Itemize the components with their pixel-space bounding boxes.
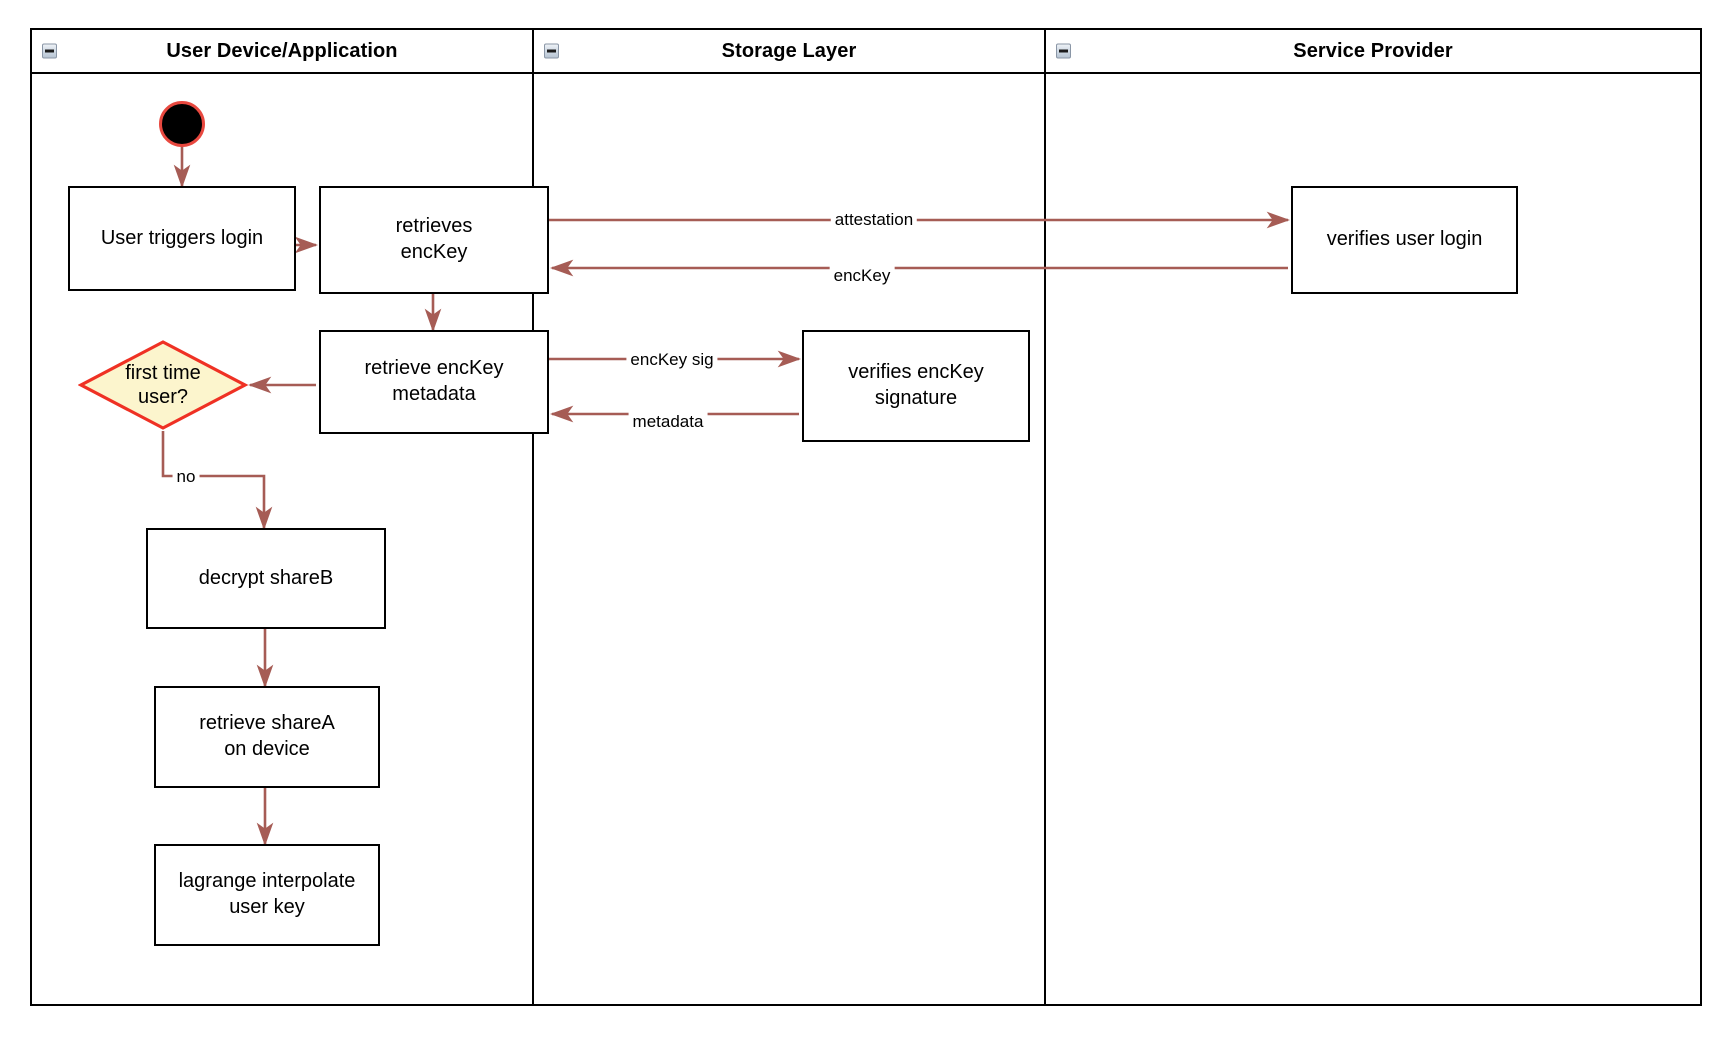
node-verifies-enckey-signature[interactable]: verifies encKey signature: [802, 330, 1030, 442]
edge-label-metadata: metadata: [628, 412, 708, 432]
edge-label-enckey: encKey: [829, 266, 895, 286]
collapse-minus-icon[interactable]: [1056, 43, 1071, 59]
node-label-retrieve-sharea: retrieve shareA on device: [199, 712, 335, 760]
lane-user-device[interactable]: User Device/Application: [32, 30, 534, 1004]
node-label-verifies-enckey-signature: verifies encKey signature: [848, 361, 984, 409]
node-retrieves-enckey[interactable]: retrieves encKey: [319, 186, 549, 294]
lane-title-service-provider: Service Provider: [1293, 39, 1453, 62]
edge-label-enckey-sig: encKey sig: [626, 350, 718, 370]
start-node[interactable]: [159, 101, 205, 147]
node-label-lagrange-interpolate: lagrange interpolate user key: [178, 870, 356, 918]
node-label-retrieves-enckey: retrieves encKey: [395, 215, 473, 263]
node-verifies-user-login[interactable]: verifies user login: [1291, 186, 1518, 294]
lane-title-storage-layer: Storage Layer: [721, 39, 857, 62]
node-label-verifies-user-login: verifies user login: [1326, 228, 1483, 251]
lane-header-service-provider[interactable]: Service Provider: [1046, 30, 1700, 74]
node-label-first-time-user: first time user?: [125, 362, 201, 408]
node-lagrange-interpolate[interactable]: lagrange interpolate user key: [154, 844, 380, 946]
node-retrieve-sharea[interactable]: retrieve shareA on device: [154, 686, 380, 788]
edge-label-no: no: [172, 467, 200, 487]
node-label-retrieve-enckey-metadata: retrieve encKey metadata: [364, 357, 504, 405]
node-retrieve-enckey-metadata[interactable]: retrieve encKey metadata: [319, 330, 549, 434]
node-user-triggers-login[interactable]: User triggers login: [68, 186, 296, 291]
collapse-minus-icon[interactable]: [42, 43, 57, 59]
node-decrypt-shareb[interactable]: decrypt shareB: [146, 528, 386, 629]
lane-storage-layer[interactable]: Storage Layer: [534, 30, 1046, 1004]
lane-header-user-device[interactable]: User Device/Application: [32, 30, 532, 74]
node-first-time-user-decision[interactable]: first time user?: [78, 339, 248, 431]
node-label-decrypt-shareb: decrypt shareB: [198, 566, 334, 589]
lane-service-provider[interactable]: Service Provider: [1046, 30, 1700, 1004]
edge-label-attestation: attestation: [830, 210, 918, 230]
lane-header-storage-layer[interactable]: Storage Layer: [534, 30, 1044, 74]
collapse-minus-icon[interactable]: [544, 43, 559, 59]
diamond-shape: [78, 340, 248, 430]
lane-title-user-device: User Device/Application: [166, 39, 398, 62]
node-label-user-triggers-login: User triggers login: [100, 226, 264, 249]
